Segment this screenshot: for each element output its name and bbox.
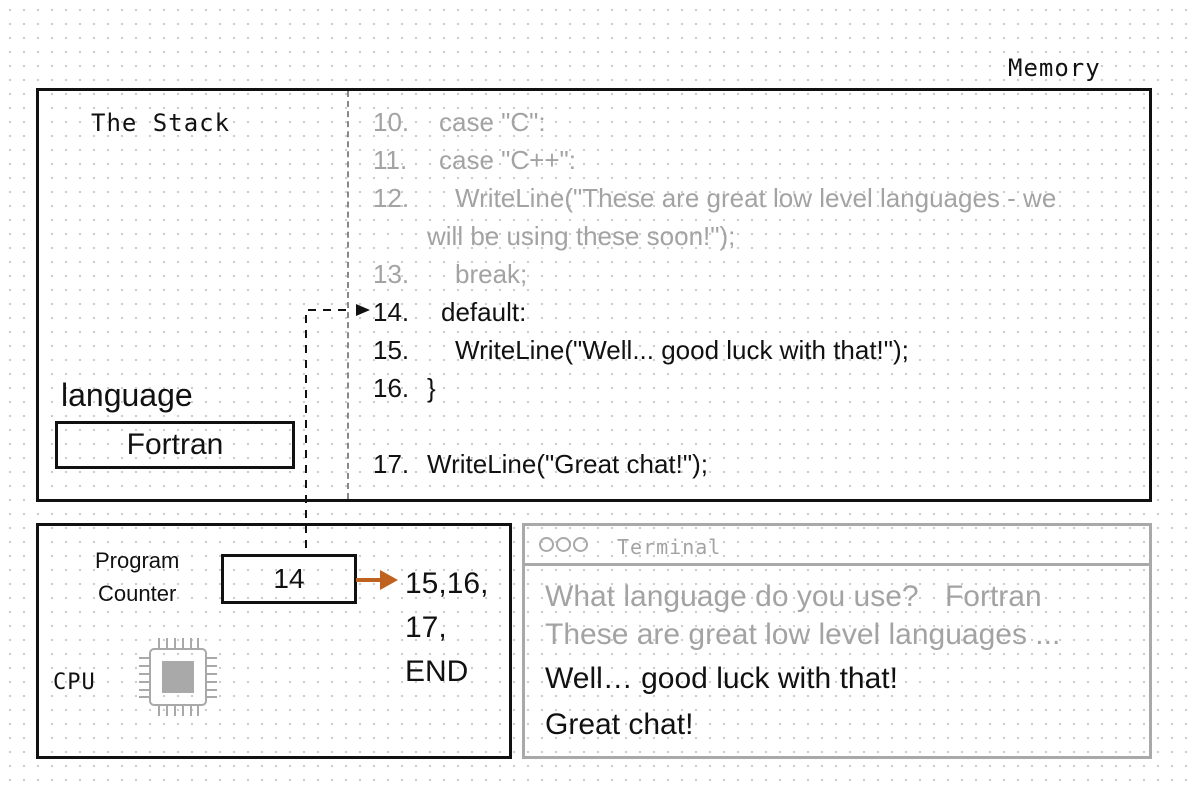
program-counter-box: 14 xyxy=(221,554,357,604)
code-line-12-continued: will be using these soon!"); xyxy=(427,221,736,251)
stack-divider xyxy=(347,91,349,499)
variable-name: language xyxy=(61,377,193,413)
terminal-line-past: These are great low level languages ... xyxy=(545,618,1061,651)
variable-value: Fortran xyxy=(126,428,224,461)
terminal-title: Terminal xyxy=(617,535,722,559)
terminal-line-prompt: What language do you use? Fortran xyxy=(545,580,1042,613)
terminal-title-bar: Terminal xyxy=(525,526,1149,566)
window-controls-icon xyxy=(539,537,590,557)
variable-value-box: Fortran xyxy=(55,421,295,469)
cpu-panel: Program Counter 14 15,16, 17, END CPU xyxy=(36,523,512,759)
memory-label: Memory xyxy=(1008,54,1101,82)
program-counter-value: 14 xyxy=(273,563,305,594)
cpu-chip-icon xyxy=(139,638,217,716)
upcoming-lines: 15,16, 17, END xyxy=(405,567,489,688)
stack-label: The Stack xyxy=(91,109,231,137)
memory-panel: The Stack language Fortran 10. case "C":… xyxy=(36,88,1152,502)
terminal-window: Terminal What language do you use? Fortr… xyxy=(522,523,1152,759)
program-counter-label: Program Counter xyxy=(95,548,180,606)
terminal-line-current: Well… good luck with that! xyxy=(545,662,898,695)
cpu-label: CPU xyxy=(53,670,96,695)
terminal-line-next: Great chat! xyxy=(545,708,694,741)
